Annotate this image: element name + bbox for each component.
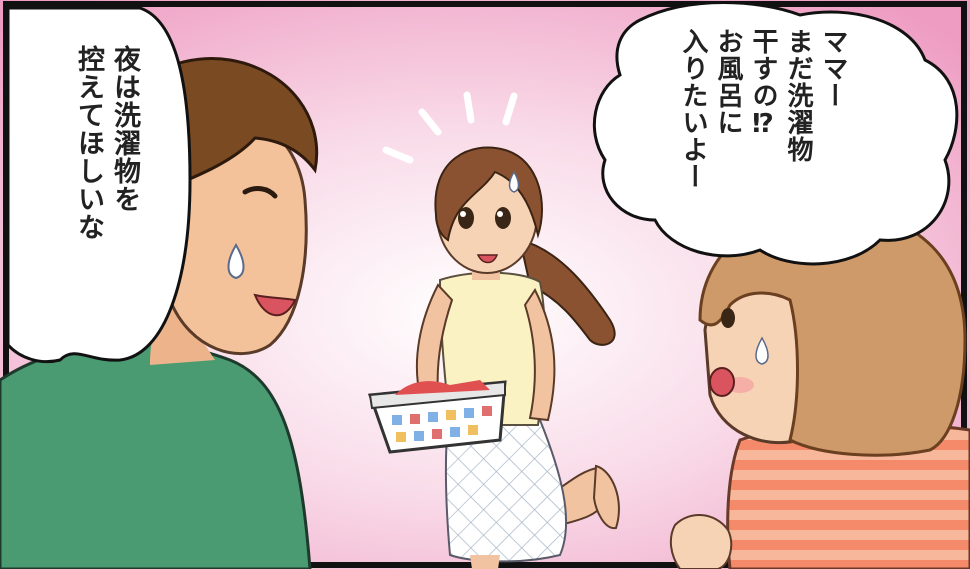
- speech-text-daughter: ママー まだ洗濯物 干すの⁉ お風呂に 入りたいよー: [675, 28, 850, 258]
- laundry-basket: [367, 380, 507, 454]
- speech-line: 入りたいよー: [678, 28, 708, 190]
- girl-figure: [367, 146, 620, 569]
- speech-line: 夜は洗濯物を: [109, 45, 140, 213]
- speech-line: お風呂に: [713, 28, 743, 136]
- surprise-marks: [382, 91, 518, 164]
- speech-bubble-left: [6, 6, 192, 364]
- speech-line: ママー: [818, 28, 848, 109]
- speech-line: 干すの⁉: [748, 28, 778, 140]
- speech-line: まだ洗濯物: [783, 28, 813, 163]
- speech-line: 控えてほしいな: [73, 45, 104, 241]
- speech-text-father: 夜は洗濯物を 控えてほしいな: [70, 45, 142, 345]
- speech-bubble-right: [592, 1, 959, 266]
